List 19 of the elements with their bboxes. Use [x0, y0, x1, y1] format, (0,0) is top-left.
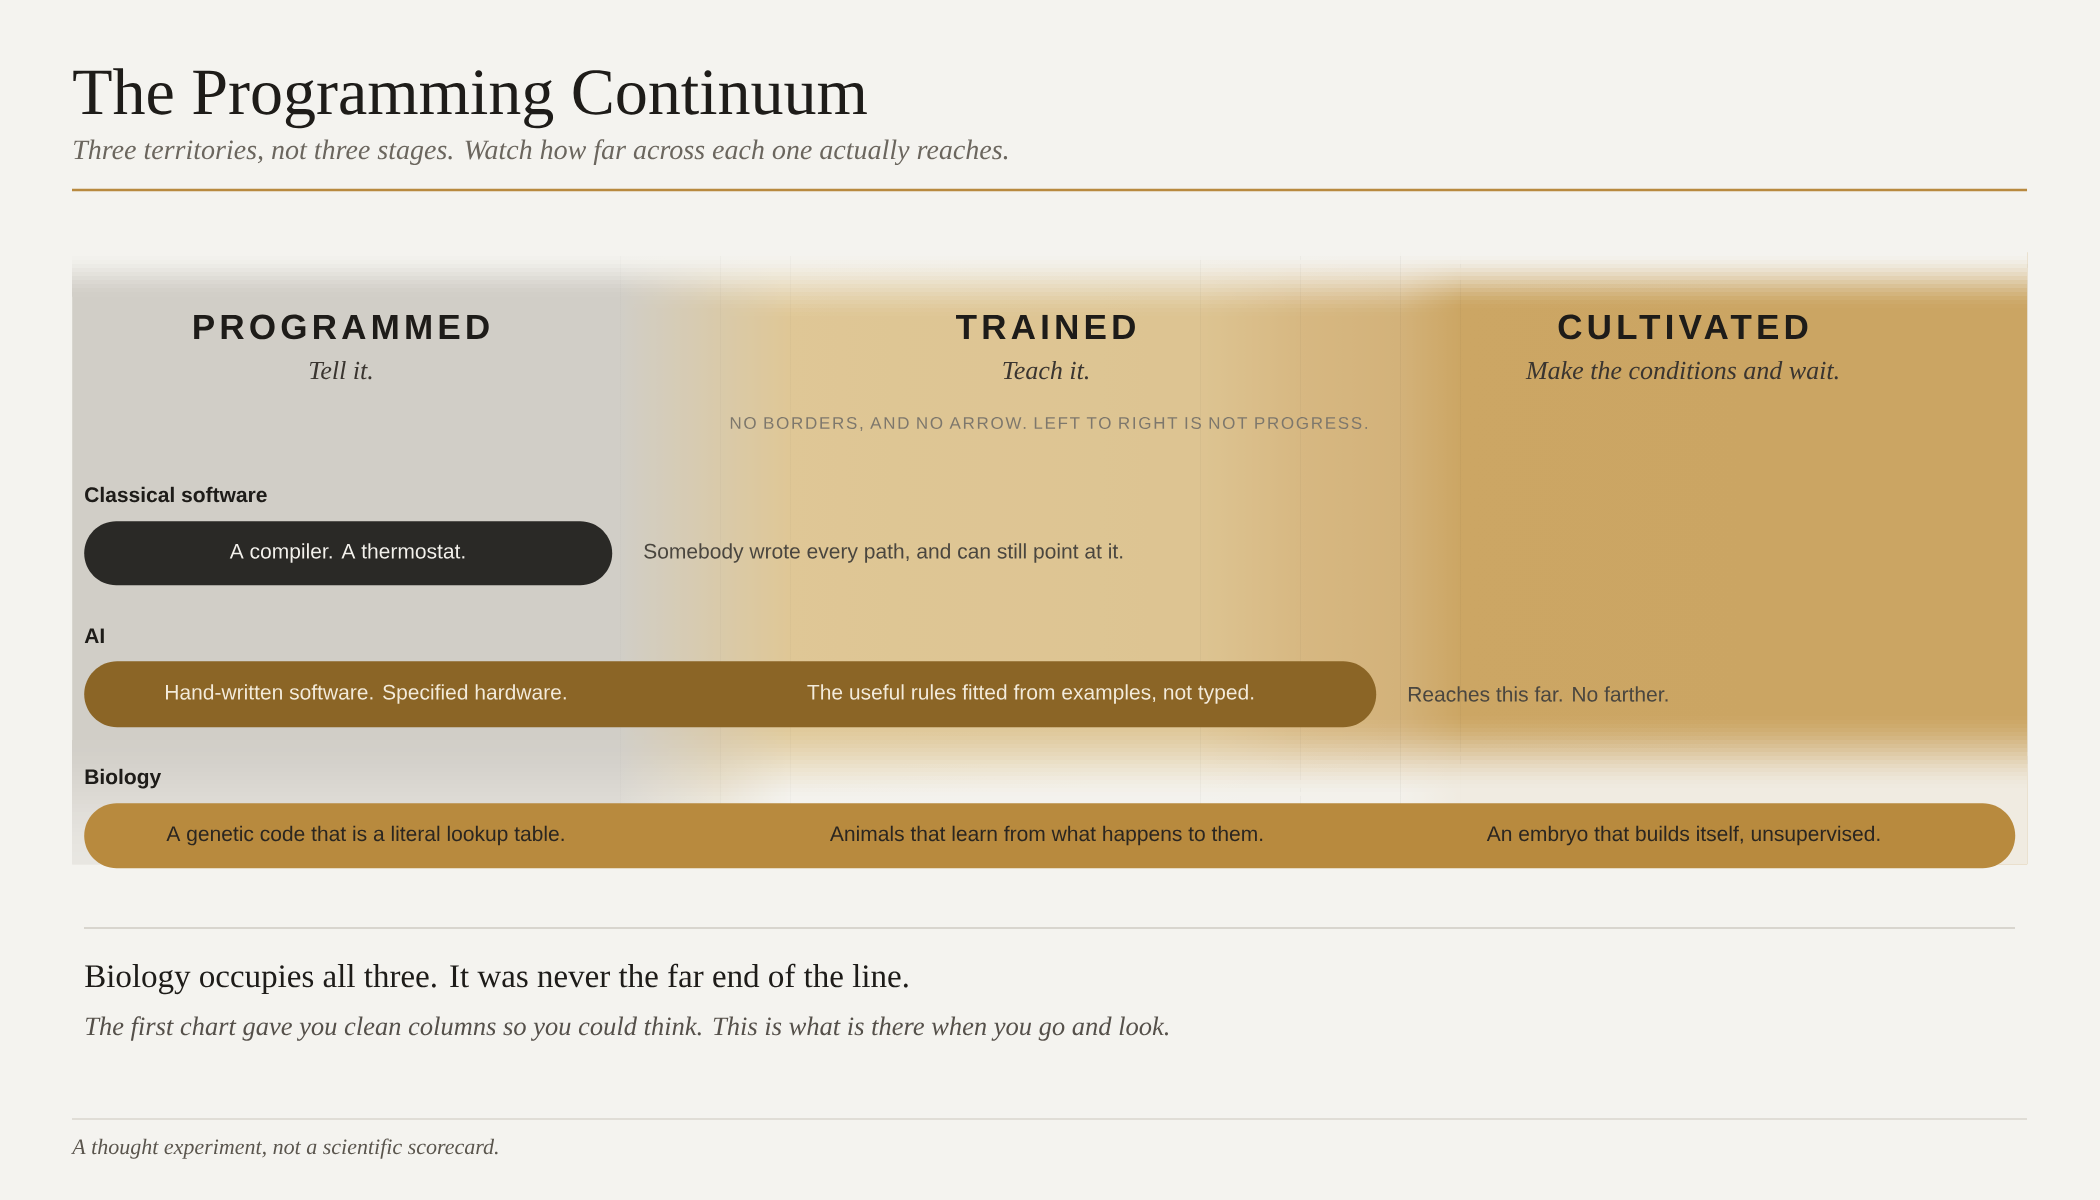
pill-bar: Hand-written software. Specified hardware. The useful rules fitted from examples, not typed.	[84, 661, 1377, 728]
column-heading: CULTIVATED	[1558, 314, 1808, 340]
tagline: Tell it.	[309, 360, 372, 380]
side-note: Somebody wrote every path, and can still point at it.	[644, 543, 1123, 563]
footnote: A thought experiment, not a scientific scorecard.	[71, 1138, 498, 1159]
row-label: Biology	[85, 768, 162, 789]
conclusion: Biology occupies all three. It was never the far end of the line.	[85, 963, 908, 995]
note: NO BORDERS, AND NO ARROW. LEFT TO RIGHT IS NOT PROGRESS.	[730, 417, 1368, 432]
column-heading: TRAINED	[956, 314, 1135, 339]
row-label: AI	[84, 628, 104, 643]
note: The first chart gave you clean columns so you could think. This is what is there when you go and look.	[85, 1016, 1168, 1041]
tagline: Teach it.	[1003, 360, 1088, 380]
title: The Programming Continuum	[73, 68, 867, 129]
column-heading: PROGRAMMED	[194, 314, 489, 340]
side-note: Reaches this far. No farther.	[1408, 686, 1668, 702]
pill-bar: A genetic code that is a literal lookup table. Animals that learn from what happens to them. An embryo that builds itself, unsupervised.	[84, 803, 2016, 869]
subtitle: Three territories, not three stages. Watch how far across each one actually reaches.	[74, 139, 1008, 166]
tagline: Make the conditions and wait.	[1525, 360, 1838, 380]
pill-bar: A compiler. A thermostat.	[84, 521, 613, 586]
